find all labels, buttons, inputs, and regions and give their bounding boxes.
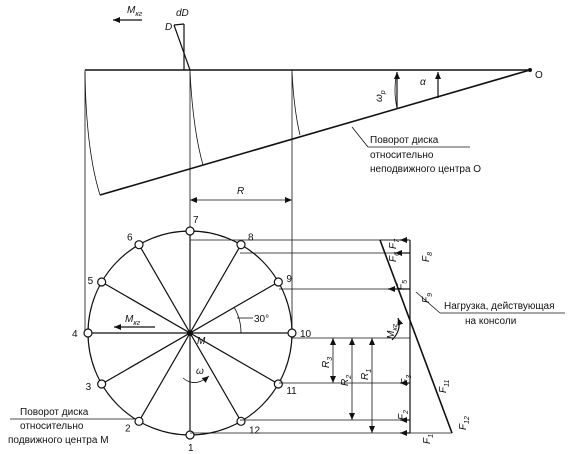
center-o-point bbox=[528, 68, 532, 72]
omega-p-arc bbox=[394, 71, 398, 109]
load-callout-line1: Нагрузка, действующая bbox=[444, 301, 555, 312]
wheel-callout-line2: относительно bbox=[20, 421, 84, 432]
force-label-2: F2 bbox=[397, 410, 410, 420]
d-top bbox=[173, 23, 185, 26]
wheel-point-label-2: 2 bbox=[125, 423, 131, 434]
alpha-label: α bbox=[420, 77, 426, 88]
wheel-point-10 bbox=[287, 328, 297, 338]
arc-right bbox=[291, 71, 301, 136]
omega-wheel-label: ω bbox=[196, 366, 204, 377]
wheel-point-label-7: 7 bbox=[193, 215, 199, 226]
force-label-9: F9 bbox=[421, 293, 434, 303]
wheel-point-2 bbox=[134, 416, 144, 426]
r-arrow-right bbox=[285, 197, 292, 203]
mkr-top-label: Mкг bbox=[127, 5, 143, 18]
r1-arrow-bottom bbox=[369, 426, 375, 433]
wheel-point-label-3: 3 bbox=[86, 382, 92, 393]
wheel-point-label-6: 6 bbox=[127, 233, 133, 244]
force-label-11: F11 bbox=[438, 380, 451, 393]
load-callout-line2: на консоли bbox=[465, 316, 516, 327]
center-m-label: M bbox=[197, 336, 206, 347]
top-callout-line1: Поворот диска bbox=[370, 135, 439, 146]
wheel-point-label-5: 5 bbox=[88, 276, 94, 287]
wheel-callout-line3: подвижного центра M bbox=[8, 435, 109, 446]
r1-arrow-top bbox=[369, 338, 375, 345]
r3-arrow-bottom bbox=[330, 376, 336, 383]
rotated-line bbox=[99, 69, 531, 196]
wheel-point-9 bbox=[273, 277, 283, 287]
d-slant bbox=[173, 24, 191, 71]
wheel-point-label-9: 9 bbox=[286, 274, 292, 285]
center-m-point bbox=[187, 330, 193, 336]
wheel-point-8 bbox=[236, 240, 246, 250]
r-label: R bbox=[237, 186, 244, 197]
wheel-point-label-10: 10 bbox=[300, 329, 312, 340]
force-label-5: F5 bbox=[396, 280, 409, 290]
load-callout-leader bbox=[415, 291, 441, 314]
wheel-point-label-1: 1 bbox=[188, 443, 194, 454]
r2-arrow-top bbox=[349, 338, 355, 345]
wheel-point-label-11: 11 bbox=[286, 386, 297, 397]
top-callout-line2: относительно bbox=[370, 150, 434, 161]
wheel-point-3 bbox=[97, 379, 107, 389]
force-label-1: F1 bbox=[422, 434, 435, 444]
r2-arrow-bottom bbox=[349, 413, 355, 420]
wheel-point-11 bbox=[273, 379, 283, 389]
r-arrow-left bbox=[190, 197, 197, 203]
load-profile bbox=[379, 239, 453, 434]
force-label-3: F3 bbox=[400, 375, 413, 385]
radius-label-1: R1 bbox=[360, 369, 373, 380]
force-label-6: F6 bbox=[388, 252, 401, 262]
r3-arrow-top bbox=[330, 338, 336, 345]
omega-wheel-arc bbox=[182, 375, 210, 383]
force-label-12: F12 bbox=[458, 416, 471, 430]
wheel-point-label-8: 8 bbox=[248, 233, 254, 244]
radius-label-3: R3 bbox=[321, 357, 334, 368]
wheel-point-7 bbox=[185, 226, 195, 236]
wheel-point-6 bbox=[134, 240, 144, 250]
wheel-callout-line1: Поворот диска bbox=[20, 407, 89, 418]
top-callout-leader bbox=[351, 126, 369, 148]
wheel-point-label-12: 12 bbox=[249, 425, 261, 436]
wheel-point-label-4: 4 bbox=[72, 329, 78, 340]
arc-center bbox=[189, 71, 204, 166]
angle-30-label: 30° bbox=[254, 314, 269, 325]
omega-p-label: ωр bbox=[374, 90, 387, 102]
arc-left bbox=[84, 71, 101, 196]
top-callout-line3: неподвижного центра О bbox=[370, 164, 481, 175]
o-label: O bbox=[535, 70, 543, 81]
angle-30-arc bbox=[233, 306, 242, 334]
radius-label-2: R2 bbox=[340, 375, 353, 386]
wheel-point-5 bbox=[97, 277, 107, 287]
wheel-point-1 bbox=[185, 430, 195, 440]
wheel-point-12 bbox=[236, 416, 246, 426]
wheel-point-4 bbox=[83, 328, 93, 338]
mkr-load-arc bbox=[391, 317, 404, 341]
force-label-7: F7 bbox=[388, 238, 401, 249]
top-section: Mкг dD D O ωр α Поворот диска относитель… bbox=[84, 5, 543, 333]
force-label-8: F8 bbox=[421, 252, 434, 262]
mkr-wheel-label: Mкг bbox=[125, 314, 141, 327]
d-label: D bbox=[165, 22, 172, 33]
mkr-load-label: Mкг bbox=[386, 323, 399, 339]
dd-label: dD bbox=[176, 8, 189, 19]
